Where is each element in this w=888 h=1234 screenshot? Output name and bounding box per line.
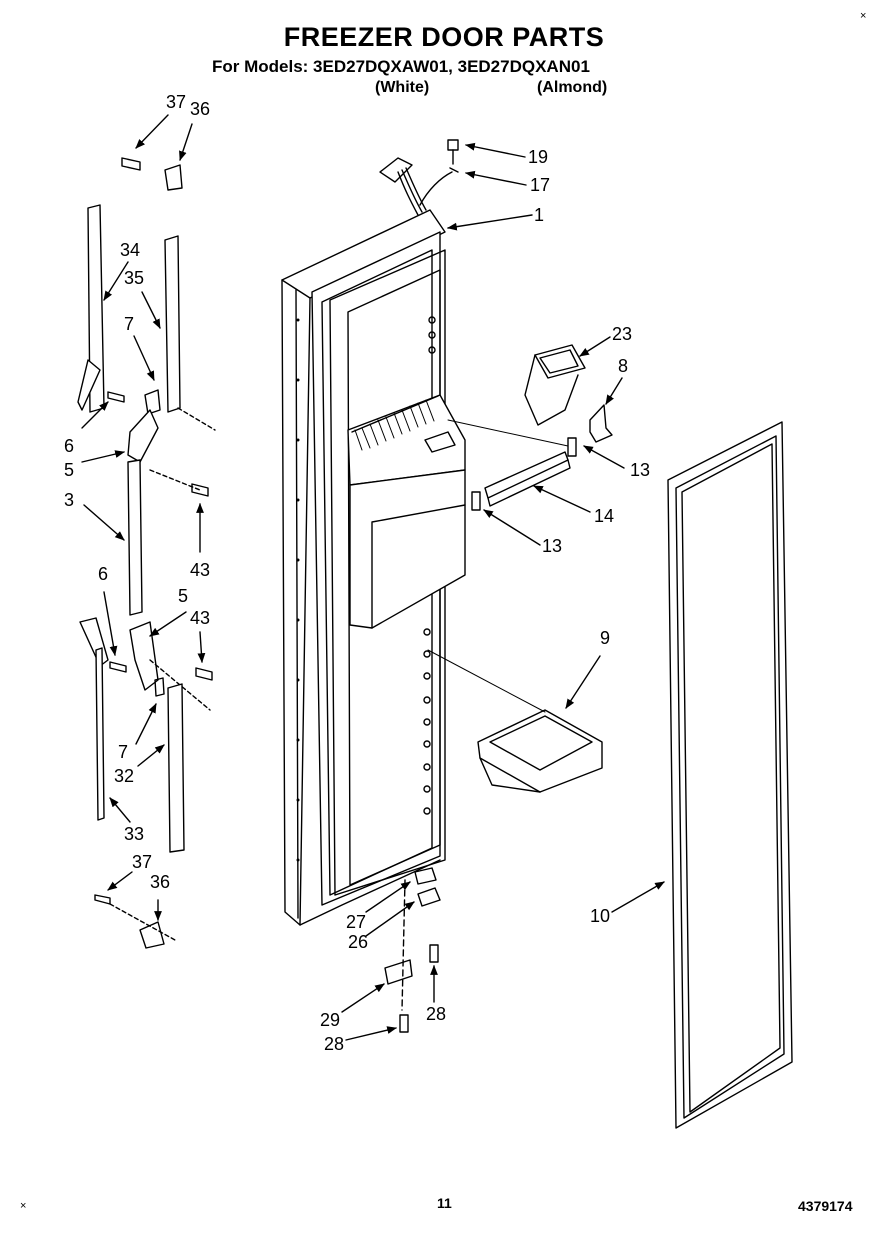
corner-mark-bottom-left: × [20,1200,27,1212]
part-label-5-lower: 5 [178,586,189,606]
part-label-26: 26 [348,932,369,952]
bracket-part [589,404,613,443]
part-label-7-lower: 7 [118,742,129,762]
part-label-27: 27 [346,912,367,932]
part-label-14: 14 [594,506,615,526]
part-label-10: 10 [590,906,611,926]
models-subtitle: For Models: 3ED27DQXAW01, 3ED27DQXAN01 [212,57,590,76]
part-label-29: 29 [320,1010,341,1030]
corner-mark-top-right: × [860,10,867,22]
part-label-6-upper: 6 [64,436,75,456]
leader-lines [81,114,665,1041]
top-screws [447,139,459,173]
part-label-43-upper: 43 [190,560,211,580]
lower-hinge-hardware [79,617,213,949]
part-label-35: 35 [124,268,145,288]
part-label-33: 33 [124,824,145,844]
part-label-36-upper: 36 [190,99,211,119]
part-label-5-upper: 5 [64,460,75,480]
page-title: FREEZER DOOR PARTS [283,22,605,52]
part-label-36-lower: 36 [150,872,171,892]
bottom-hinge-hardware [384,867,441,1033]
part-label-43-lower: 43 [190,608,211,628]
part-label-32: 32 [114,766,135,786]
color-white-label: (White) [375,79,430,96]
page-number: 11 [437,1195,452,1211]
part-label-28-left: 28 [324,1034,345,1054]
part-label-28-right: 28 [426,1004,447,1024]
part-label-34: 34 [120,240,141,260]
part-label-7-upper: 7 [124,314,135,334]
part-label-13-lower: 13 [542,536,563,556]
part-label-1: 1 [534,205,545,225]
part-label-23: 23 [612,324,633,344]
part-label-8: 8 [618,356,629,376]
part-label-37-upper: 37 [166,92,187,112]
part-label-9: 9 [600,628,611,648]
part-label-3: 3 [64,490,75,510]
document-number: 4379174 [798,1198,853,1214]
color-almond-label: (Almond) [537,79,608,96]
part-label-19: 19 [528,147,549,167]
part-label-17: 17 [530,175,551,195]
dispenser-trim-parts [471,437,577,511]
door-gasket-part [667,421,793,1129]
part-label-37-lower: 37 [132,852,153,872]
ice-chute-part [524,344,586,426]
door-assembly-part [281,157,466,926]
upper-hinge-hardware [77,157,216,616]
part-label-6-lower: 6 [98,564,109,584]
part-label-13-upper: 13 [630,460,651,480]
door-shelf-part [477,709,603,793]
